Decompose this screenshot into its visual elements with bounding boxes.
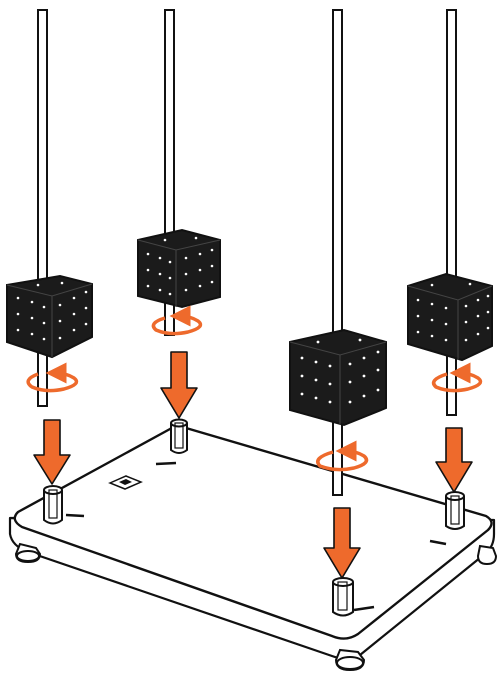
down-arrow-icon: [435, 427, 473, 493]
board-logo-icon: [108, 475, 143, 490]
post-2: [170, 418, 188, 454]
foot-right: [476, 544, 497, 566]
post-3: [332, 577, 354, 617]
rod-1: [37, 9, 48, 407]
board-marker-line: [353, 605, 375, 612]
rotate-arrow-icon: [431, 362, 483, 393]
foot-left: [14, 542, 42, 564]
rotate-arrow-icon: [26, 362, 79, 393]
block-4: [407, 272, 493, 362]
block-2: [137, 228, 221, 309]
down-arrow-icon: [160, 351, 198, 419]
post-1: [43, 485, 63, 525]
rod-4: [446, 9, 457, 416]
down-arrow-icon: [33, 419, 71, 485]
down-arrow-icon: [323, 507, 361, 579]
block-3: [289, 328, 387, 427]
board-marker-line: [429, 539, 447, 546]
foot-front: [334, 648, 366, 672]
rod-3: [332, 9, 343, 496]
base-board: [8, 425, 496, 660]
block-1: [6, 274, 93, 359]
rotate-arrow-icon: [151, 305, 203, 336]
board-marker-line: [65, 513, 85, 518]
post-4: [445, 491, 465, 530]
rotate-arrow-icon: [316, 440, 369, 472]
board-marker-line: [155, 461, 177, 466]
